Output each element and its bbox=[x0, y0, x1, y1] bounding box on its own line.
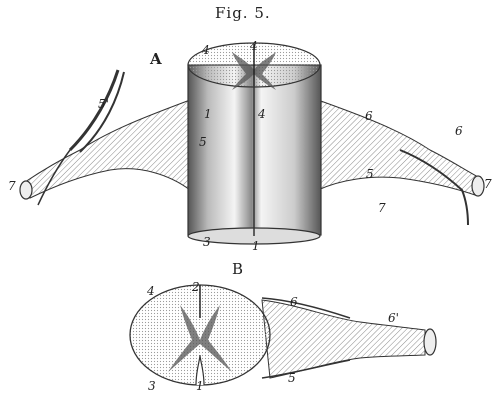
panel-b-label-3: 3 bbox=[148, 380, 156, 392]
panel-a-label-7c: 7 bbox=[378, 202, 386, 214]
panel-a-drawing bbox=[20, 43, 484, 244]
figure-caption: Fig. 5. bbox=[215, 6, 271, 21]
panel-a-label-5prime: 5' bbox=[98, 98, 109, 110]
panel-b-label-6prime: 6' bbox=[388, 312, 399, 324]
panel-b-nerve-roots bbox=[262, 298, 436, 378]
panel-b-label-4: 4 bbox=[147, 285, 155, 297]
right-nerve-roots bbox=[318, 100, 484, 225]
panel-a-label-4b: 4 bbox=[250, 40, 258, 52]
panel-b-label-5: 5 bbox=[288, 372, 296, 384]
panel-b-drawing bbox=[130, 285, 436, 385]
panel-a-label-1a: 1 bbox=[204, 108, 212, 120]
panel-a-label-7a: 7 bbox=[8, 180, 16, 192]
panel-b-label-6: 6 bbox=[290, 296, 298, 308]
panel-a-label-7b: 7 bbox=[484, 178, 492, 190]
panel-a-letter: A bbox=[150, 52, 162, 67]
panel-a-label-6b: 6 bbox=[455, 125, 463, 137]
panel-a-label-5a: 5 bbox=[199, 136, 207, 148]
panel-b-letter: B bbox=[232, 262, 243, 277]
cord-cross-section bbox=[130, 285, 270, 385]
panel-b-label-1: 1 bbox=[196, 380, 204, 392]
panel-a-label-5b: 5 bbox=[366, 168, 374, 180]
panel-a-label-4c: 4 bbox=[258, 108, 266, 120]
panel-a-label-4a: 4 bbox=[202, 44, 210, 56]
panel-a-label-6a: 6 bbox=[365, 110, 373, 122]
panel-b-label-2: 2 bbox=[192, 281, 200, 293]
panel-a-label-3: 3 bbox=[203, 236, 211, 248]
left-nerve-roots bbox=[20, 70, 190, 205]
panel-a-label-1b: 1 bbox=[252, 240, 260, 252]
spinal-cord-segment bbox=[188, 43, 321, 244]
